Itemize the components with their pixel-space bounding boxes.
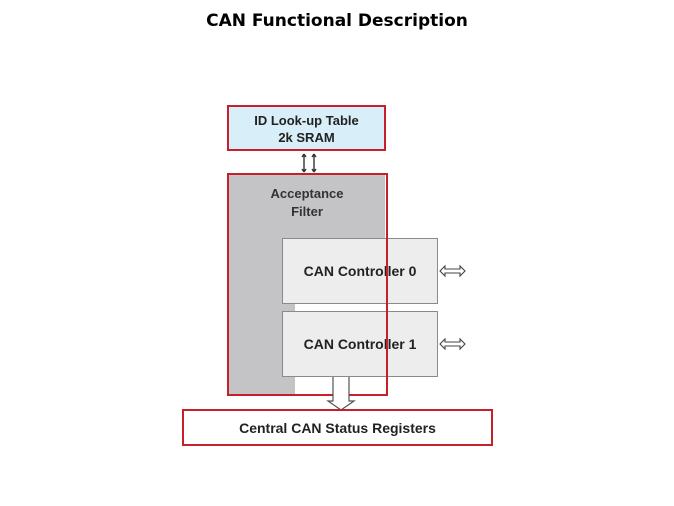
acceptance-filter-text-1: Acceptance — [270, 186, 344, 201]
can-controller-0-label: CAN Controller 0 — [303, 263, 417, 279]
acceptance-filter-top — [229, 174, 385, 238]
lut-filter-bidirectional-arrow-icon — [301, 153, 317, 173]
acceptance-filter-label-overlay: Acceptance Filter — [229, 185, 385, 221]
acceptance-filter-highlight-border — [227, 173, 388, 396]
can-controller-0: CAN Controller 0 — [282, 238, 438, 304]
status-down-arrow-icon — [326, 377, 356, 411]
central-can-status-registers-box: Central CAN Status Registers — [182, 409, 493, 446]
status-registers-label: Central CAN Status Registers — [239, 419, 436, 436]
controller-0-bus-arrow-icon — [439, 264, 466, 278]
lookup-table-sublabel: 2k SRAM — [278, 130, 335, 145]
id-lookup-table-box: ID Look-up Table 2k SRAM — [227, 105, 386, 151]
acceptance-filter-text-2: Filter — [291, 204, 323, 219]
can-controller-1-label: CAN Controller 1 — [303, 336, 417, 352]
lookup-table-label: ID Look-up Table — [254, 113, 359, 128]
controller-1-bus-arrow-icon — [439, 337, 466, 351]
can-controller-1: CAN Controller 1 — [282, 311, 438, 377]
page-title: CAN Functional Description — [206, 11, 468, 31]
